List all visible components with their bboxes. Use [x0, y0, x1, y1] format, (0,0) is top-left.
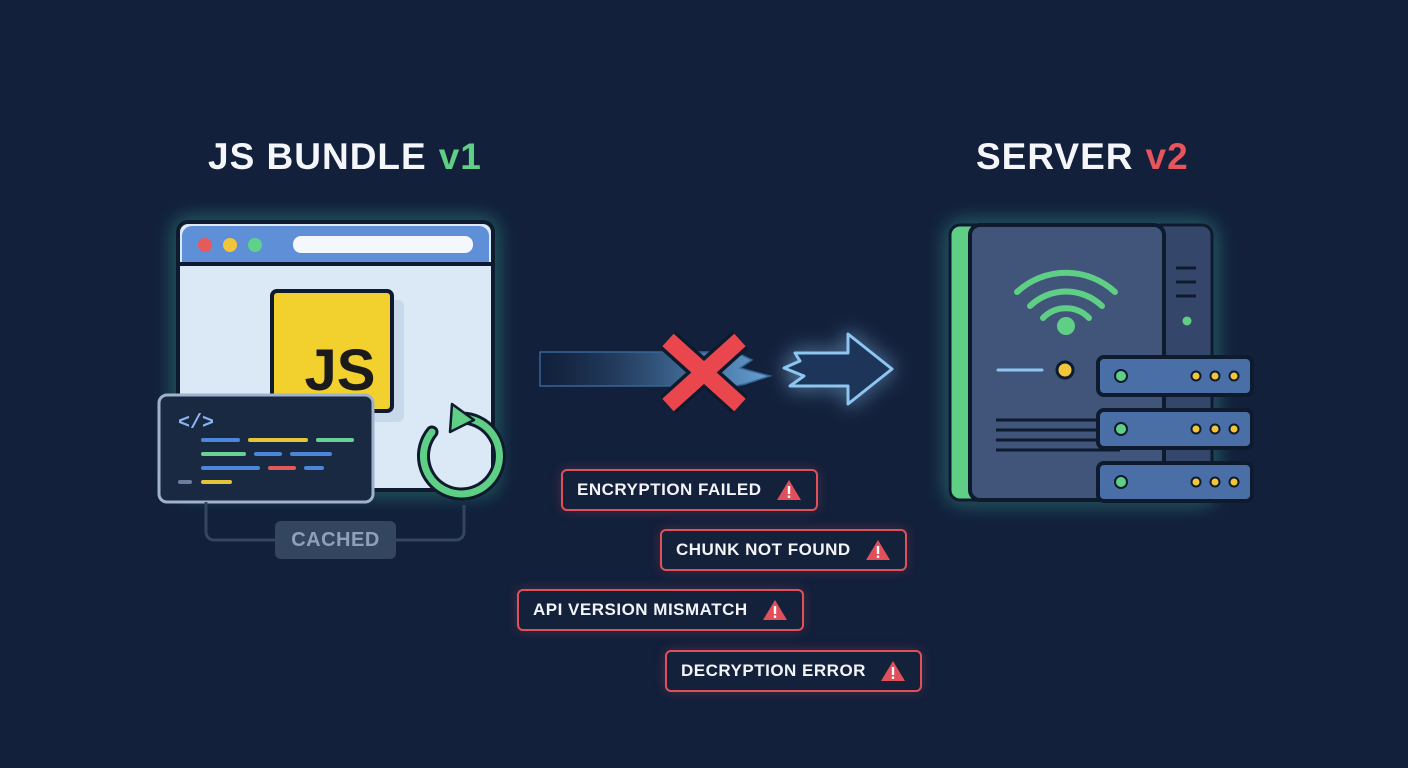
server-version: v2 [1145, 136, 1189, 177]
warning-icon [865, 540, 890, 560]
bundle-title: JS BUNDLE v1 [208, 136, 482, 178]
code-tag-text: </> [178, 412, 214, 435]
cached-label: CACHED [275, 521, 396, 559]
error-label: CHUNK NOT FOUND [676, 540, 851, 559]
error-badge-chunk: CHUNK NOT FOUND [660, 529, 907, 571]
server-rack-icon [1096, 355, 1254, 503]
error-label: DECRYPTION ERROR [681, 661, 866, 680]
js-logo-text: JS [305, 338, 376, 403]
error-label: API VERSION MISMATCH [533, 600, 748, 619]
error-badge-encryption: ENCRYPTION FAILED [561, 469, 818, 511]
code-snippet-icon: </> [157, 393, 375, 504]
error-badge-api-version: API VERSION MISMATCH [517, 589, 804, 631]
cache-bracket [204, 502, 466, 542]
bundle-title-text: JS BUNDLE [208, 136, 427, 177]
warning-icon [880, 661, 905, 681]
server-title-text: SERVER [976, 136, 1134, 177]
server-title: SERVER v2 [976, 136, 1189, 178]
error-label: ENCRYPTION FAILED [577, 480, 762, 499]
bundle-version: v1 [438, 136, 482, 177]
refresh-icon [416, 402, 506, 501]
js-logo-icon: JS [270, 289, 404, 422]
wifi-icon [1014, 269, 1118, 335]
error-badge-decryption: DECRYPTION ERROR [665, 650, 922, 692]
warning-icon [762, 600, 787, 620]
red-x-icon [659, 331, 749, 414]
warning-icon [776, 480, 801, 500]
